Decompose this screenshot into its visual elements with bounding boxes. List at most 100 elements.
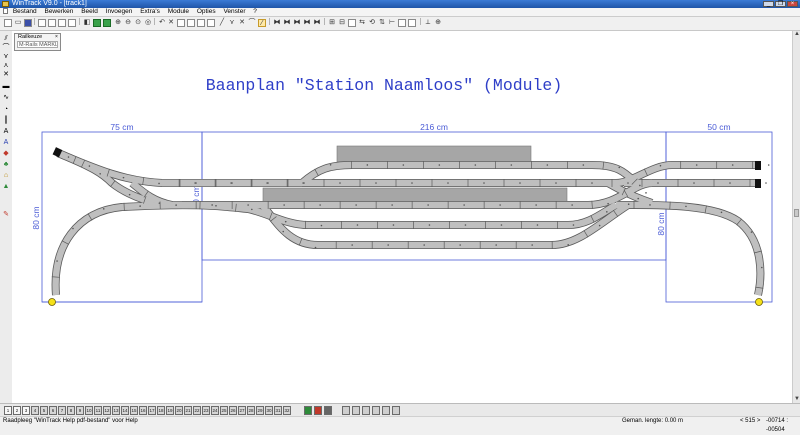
undo-icon[interactable]: ↶	[158, 19, 166, 27]
layer-button[interactable]: 3	[22, 406, 30, 415]
mirror-icon[interactable]: ⇆	[358, 19, 366, 27]
nav-first-icon[interactable]	[342, 406, 350, 415]
signal-icon[interactable]: ⟂	[424, 19, 432, 27]
scroll-down-icon[interactable]: ▼	[793, 396, 800, 403]
nav-prev-icon[interactable]	[352, 406, 360, 415]
rail-icon[interactable]: ⧓	[283, 19, 291, 27]
layer-button[interactable]: 12	[103, 406, 111, 415]
document-icon[interactable]	[3, 8, 8, 14]
open-endpoint-right[interactable]	[756, 299, 763, 306]
rail-icon[interactable]: ⧓	[303, 19, 311, 27]
layer-button[interactable]: 32	[283, 406, 291, 415]
layer-button[interactable]: 1	[4, 406, 12, 415]
menu-bestand[interactable]: Bestand	[10, 8, 40, 16]
layer-button[interactable]: 22	[193, 406, 201, 415]
menu-bewerken[interactable]: Bewerken	[41, 8, 76, 16]
layer-button[interactable]: 4	[31, 406, 39, 415]
nav-next-icon[interactable]	[362, 406, 370, 415]
layer-button[interactable]: 8	[67, 406, 75, 415]
minimize-button[interactable]: _	[763, 1, 774, 7]
layer-all-icon[interactable]	[304, 406, 312, 415]
switch-icon[interactable]: ⋎	[228, 19, 236, 27]
measure-icon[interactable]: ⊞	[328, 19, 336, 27]
marker-icon[interactable]: ✎	[2, 211, 10, 218]
bridge-icon[interactable]: ▬	[2, 83, 10, 90]
scroll-up-icon[interactable]: ▲	[793, 31, 800, 38]
rail-icon[interactable]: ⧓	[293, 19, 301, 27]
drawing-canvas[interactable]: Baanplan "Station Naamloos" (Module) 75 …	[12, 31, 792, 403]
save-icon[interactable]	[24, 19, 32, 27]
layer-button[interactable]: 9	[76, 406, 84, 415]
zoom-out-icon[interactable]: ⊖	[124, 19, 132, 27]
layer-button[interactable]: 14	[121, 406, 129, 415]
layer-button[interactable]: 16	[139, 406, 147, 415]
layer-button[interactable]: 21	[184, 406, 192, 415]
font-icon[interactable]: A	[2, 139, 10, 146]
menu-help[interactable]: ?	[250, 8, 260, 16]
straight-rail-icon[interactable]: ⫽	[2, 35, 10, 42]
draw-icon[interactable]: ⁄	[258, 19, 266, 27]
layer-button[interactable]: 25	[220, 406, 228, 415]
select-all-icon[interactable]	[177, 19, 185, 27]
nav-pan-icon[interactable]	[392, 406, 400, 415]
layer-lock-icon[interactable]	[324, 406, 332, 415]
list-icon[interactable]	[408, 19, 416, 27]
nav-last-icon[interactable]	[372, 406, 380, 415]
layer-button[interactable]: 30	[265, 406, 273, 415]
zoom-all-icon[interactable]: ◎	[144, 19, 152, 27]
menu-venster[interactable]: Venster	[220, 8, 248, 16]
3d-view-icon[interactable]: ◧	[83, 19, 91, 27]
restore-button[interactable]: ❐	[775, 1, 786, 7]
paint-icon[interactable]: ◆	[2, 150, 10, 157]
crossing-icon[interactable]: ✕	[238, 19, 246, 27]
curve-rail-icon[interactable]: ⌒	[2, 44, 10, 51]
layer-button[interactable]: 7	[58, 406, 66, 415]
layer-button[interactable]: 23	[202, 406, 210, 415]
layer-button[interactable]: 17	[148, 406, 156, 415]
layer-button[interactable]: 6	[49, 406, 57, 415]
layer-button[interactable]: 18	[157, 406, 165, 415]
menu-module[interactable]: Module	[165, 8, 192, 16]
layer-button[interactable]: 26	[229, 406, 237, 415]
slip-switch-icon[interactable]: ✕	[2, 71, 10, 78]
rail-icon[interactable]: ⧓	[273, 19, 281, 27]
train-icon[interactable]	[103, 19, 111, 27]
layer-button[interactable]: 27	[238, 406, 246, 415]
track-segment[interactable]	[616, 205, 760, 295]
layer-button[interactable]: 31	[274, 406, 282, 415]
layer-button[interactable]: 19	[166, 406, 174, 415]
zoom-in-icon[interactable]: ⊕	[114, 19, 122, 27]
turntable-icon[interactable]: ◔	[2, 106, 10, 113]
rail-icon[interactable]: ⧓	[313, 19, 321, 27]
layer-button[interactable]: 2	[13, 406, 21, 415]
open-folder-icon[interactable]: ▭	[14, 19, 22, 27]
layer-icon[interactable]	[207, 19, 215, 27]
menu-opties[interactable]: Opties	[194, 8, 219, 16]
flex-rail-icon[interactable]: ∿	[2, 94, 10, 101]
layer-button[interactable]: 28	[247, 406, 255, 415]
rail-system-select[interactable]: M-Rails MÄRKLIN C	[17, 41, 58, 48]
layer-button[interactable]: 15	[130, 406, 138, 415]
signal-icon[interactable]: ┃	[2, 117, 10, 124]
switch-right-icon[interactable]: ⋏	[2, 62, 10, 69]
run-icon[interactable]	[93, 19, 101, 27]
paste-icon[interactable]	[68, 19, 76, 27]
layer-button[interactable]: 5	[40, 406, 48, 415]
layer-button[interactable]: 24	[211, 406, 219, 415]
new-file-icon[interactable]	[4, 19, 12, 27]
scroll-thumb[interactable]	[794, 209, 799, 217]
print-preview-icon[interactable]	[48, 19, 56, 27]
delete-icon[interactable]: ✕	[167, 19, 175, 27]
layer-button[interactable]: 20	[175, 406, 183, 415]
layer-button[interactable]: 13	[112, 406, 120, 415]
target-icon[interactable]: ⊕	[434, 19, 442, 27]
menu-extras[interactable]: Extra's	[137, 8, 163, 16]
rail-icon[interactable]: ╱	[218, 19, 226, 27]
close-button[interactable]: ×	[787, 1, 798, 7]
layer-button[interactable]: 29	[256, 406, 264, 415]
switch-left-icon[interactable]: ⋎	[2, 53, 10, 60]
menu-invoegen[interactable]: Invoegen	[103, 8, 136, 16]
vertical-scrollbar[interactable]: ▲ ▼	[792, 31, 800, 403]
align-icon[interactable]: ⇅	[378, 19, 386, 27]
print-icon[interactable]	[38, 19, 46, 27]
